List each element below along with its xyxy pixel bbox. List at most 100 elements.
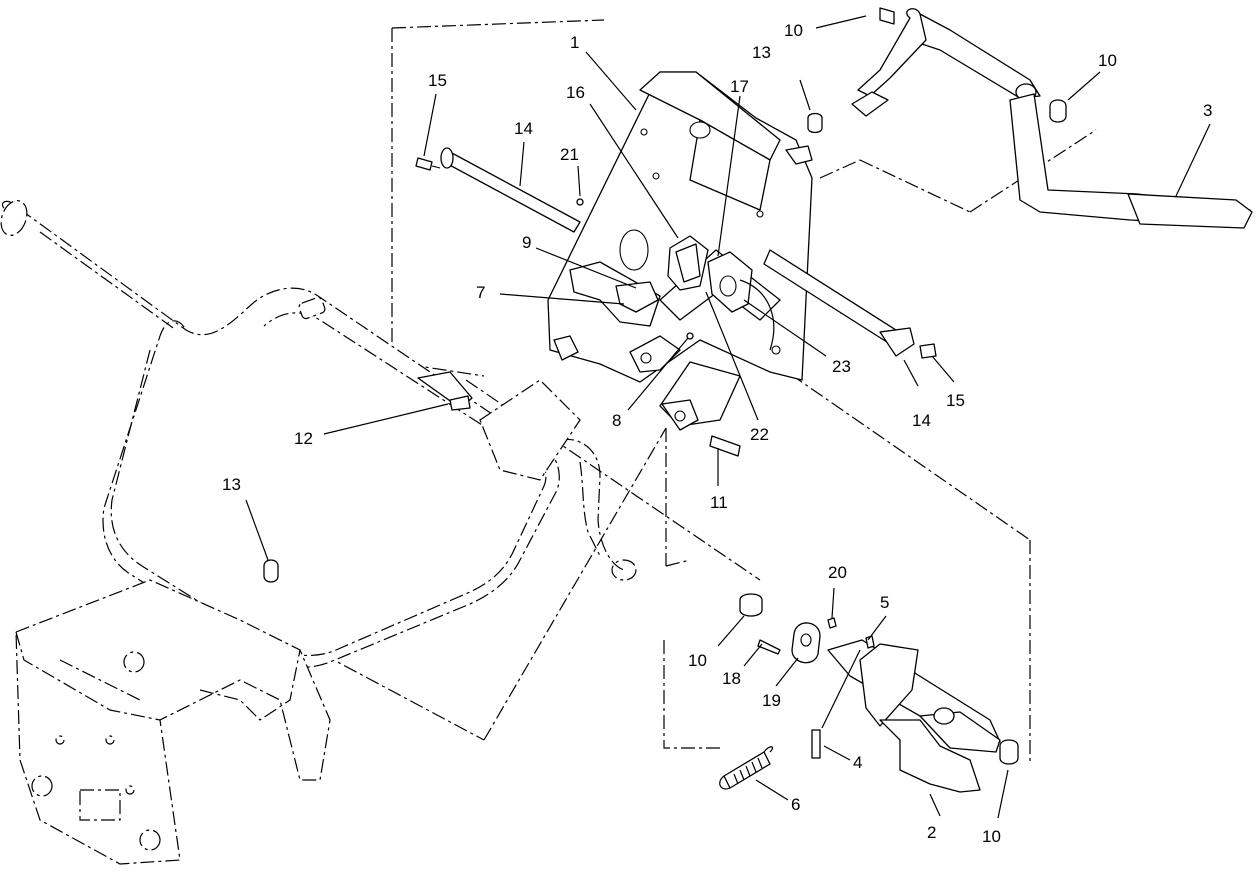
callout-12: 12 [294, 429, 313, 448]
callout-22: 22 [750, 425, 769, 444]
callout-9: 9 [522, 233, 531, 252]
leader-7 [499, 293, 625, 305]
chassis-plate [15, 579, 331, 865]
tractor-frame-phantom [0, 199, 637, 865]
phantom-plane-top-edge [391, 19, 605, 29]
callout-18: 18 [722, 669, 741, 688]
pedal-2-bracket [859, 643, 919, 727]
phantom-lower-bottom-left [663, 640, 720, 749]
shaft-lower-right [763, 249, 937, 359]
leader-13a [799, 79, 811, 111]
callout-1: 1 [570, 33, 579, 52]
callout-13-upper: 13 [752, 43, 771, 62]
exhaust-pipe-end [611, 559, 637, 581]
leader-12 [323, 403, 449, 435]
roll-bar-tube-inner [39, 231, 547, 657]
callout-3: 3 [1203, 101, 1212, 120]
cam-assembly [667, 235, 775, 351]
roll-bar-tube-outline [1, 200, 560, 668]
leader-18 [743, 643, 763, 667]
frame-tab [298, 296, 326, 320]
pedal-mount-bracket [547, 71, 813, 383]
leader-17 [717, 95, 741, 257]
chassis-hole-2 [139, 829, 161, 851]
cam-spring-arc [739, 279, 775, 351]
fastener-21 [576, 198, 584, 206]
spring-6-hooks [719, 746, 774, 790]
callout-14-lower: 14 [912, 411, 931, 430]
callout-21: 21 [560, 145, 579, 164]
callout-5: 5 [880, 593, 889, 612]
roll-bar-tube-end [0, 199, 28, 237]
callout-10-lower-right: 10 [982, 827, 1001, 846]
leader-13b [245, 499, 269, 561]
phantom-frame-rise [483, 427, 667, 741]
set-screw-20 [827, 617, 837, 629]
leader-3 [1175, 123, 1211, 197]
leader-15a [423, 93, 437, 157]
brake-pedal-3 [851, 7, 1253, 229]
leader-5 [867, 615, 887, 641]
chassis-hole-6 [125, 785, 135, 795]
callout-2: 2 [927, 823, 936, 842]
leader-4 [823, 745, 851, 761]
pin-18 [757, 639, 781, 655]
pedal-3-arm-tip [851, 91, 889, 117]
callout-10-top-right: 10 [1098, 51, 1117, 70]
exhaust-pipe [559, 438, 625, 571]
bracket-hole-4 [756, 210, 764, 218]
leader-10b [1067, 71, 1101, 101]
leader-15b [931, 355, 955, 383]
callout-23: 23 [832, 357, 851, 376]
phantom-plane-right-edge [769, 359, 1031, 541]
fasteners [263, 112, 823, 583]
callout-19: 19 [762, 691, 781, 710]
phantom-pedal-plane-bottom [859, 159, 971, 213]
leader-10c [717, 615, 745, 647]
callout-10-lower-left: 10 [688, 651, 707, 670]
shaft-14b-plate [879, 327, 915, 357]
mount-plate [479, 379, 581, 481]
bushing-10b [1049, 99, 1067, 123]
callout-6: 6 [791, 795, 800, 814]
bracket-ear [785, 145, 813, 165]
callout-20: 20 [828, 563, 847, 582]
leader-6 [755, 779, 789, 801]
bracket-foot [553, 335, 579, 361]
callout-17: 17 [730, 77, 749, 96]
shaft-upper-left [415, 147, 581, 233]
callout-15-lower: 15 [946, 391, 965, 410]
leader-21 [577, 165, 581, 197]
leader-16 [589, 103, 679, 239]
bushing-10a [879, 7, 895, 25]
callout-7: 7 [476, 283, 485, 302]
chassis-plate-flange [15, 631, 161, 721]
callout-13-lower: 13 [222, 475, 241, 494]
cam-17-hub [719, 275, 737, 297]
callout-labels: 1 2 3 4 5 6 7 8 9 10 10 10 10 11 12 13 1… [222, 21, 1212, 846]
chassis-hole-1 [31, 775, 53, 797]
bracket-top-hole [689, 121, 711, 139]
bolt-4 [811, 729, 821, 759]
callout-8: 8 [612, 411, 621, 430]
leader-1 [585, 51, 637, 111]
pedal-2-arm [879, 719, 981, 793]
bolt-15a [415, 157, 433, 171]
fastener-8 [686, 332, 694, 340]
leader-2 [929, 793, 941, 817]
leader-10d [997, 769, 1009, 819]
callout-15-upper: 15 [428, 71, 447, 90]
callout-16: 16 [566, 83, 585, 102]
bracket-hole-2 [652, 172, 660, 180]
phantom-pedal-link [819, 159, 861, 179]
bracket-body [547, 71, 813, 383]
nut-13-lower [263, 559, 279, 583]
bracket-hole-6 [771, 345, 781, 355]
switch-bracket-assembly [553, 261, 681, 373]
pivot-bracket-hole [674, 410, 686, 422]
spring-6-windings [733, 757, 763, 785]
shaft-14a-head [440, 147, 454, 169]
leader-14a [519, 141, 525, 187]
leader-14b [903, 359, 919, 387]
